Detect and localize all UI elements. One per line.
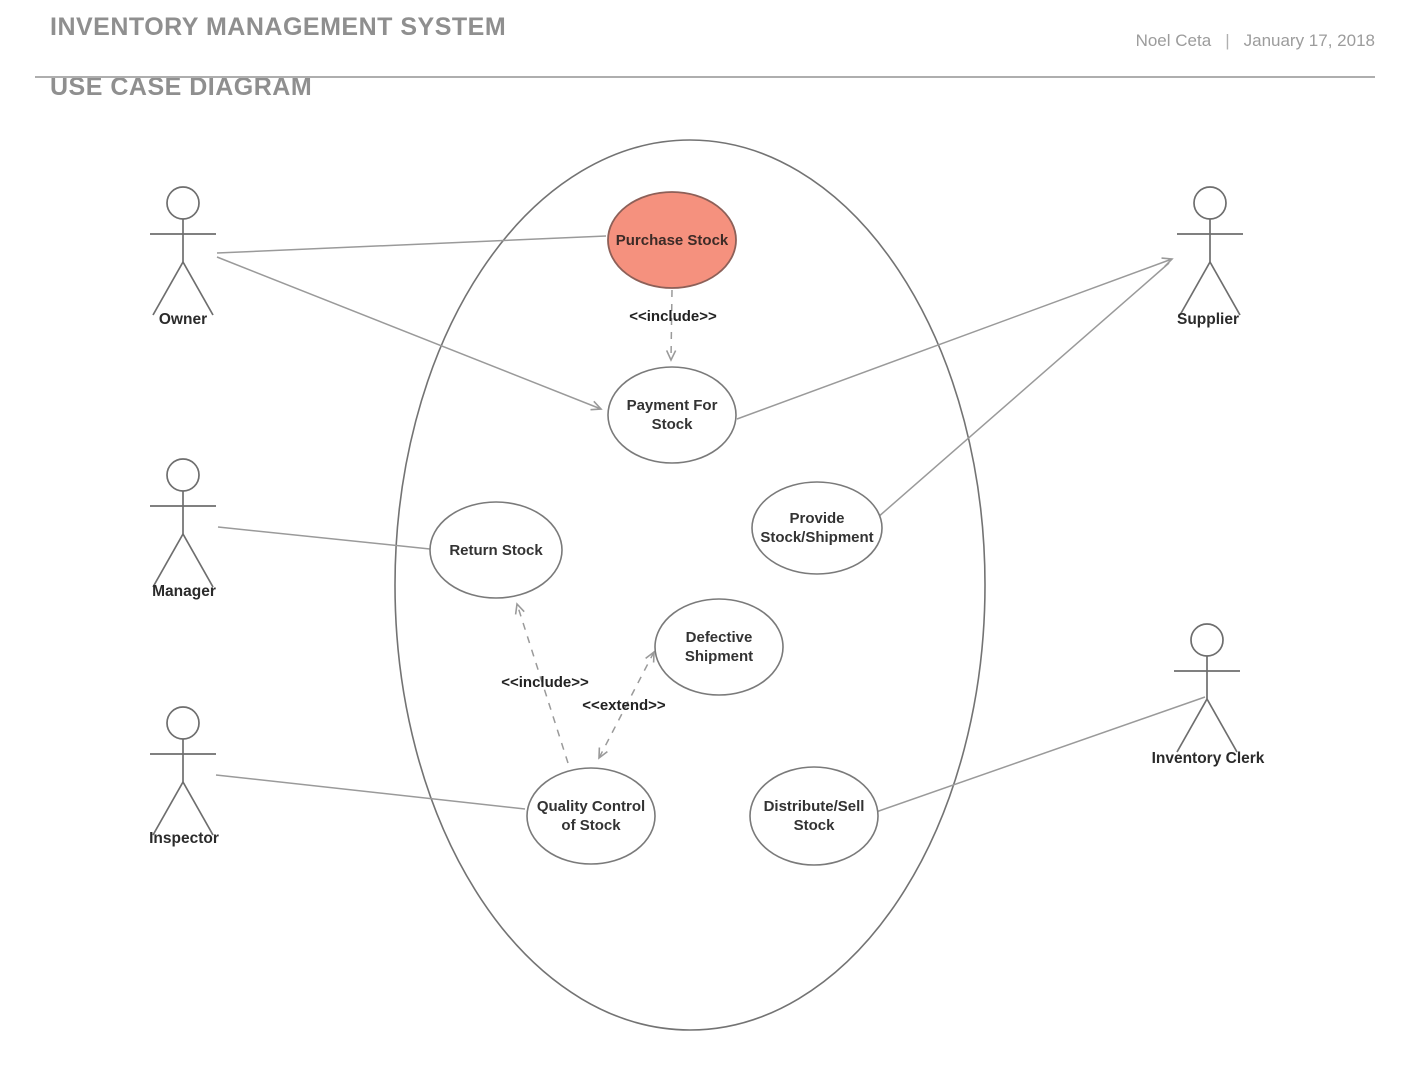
distribute-sell-stock-label-line1: Distribute/Sell — [764, 798, 865, 815]
author-name: Noel Ceta — [1135, 31, 1212, 50]
supplier-label: Supplier — [1177, 311, 1239, 328]
assoc-distribute-sell-inventory-clerk — [875, 696, 1206, 813]
assoc-owner-purchase-stock — [216, 235, 607, 254]
quality-control-ellipse — [526, 767, 656, 865]
extend-label: <<extend>> — [582, 697, 666, 714]
actor-owner: Owner — [149, 186, 217, 328]
owner-stick-figure-icon — [149, 186, 217, 316]
date: January 17, 2018 — [1243, 31, 1375, 50]
provide-stock-shipment-label-line2: Stock/Shipment — [760, 529, 873, 546]
assoc-provide-stock-supplier — [876, 262, 1170, 519]
defective-shipment-label-line1: Defective — [686, 629, 753, 646]
owner-label: Owner — [159, 311, 207, 328]
inventory-clerk-label: Inventory Clerk — [1152, 750, 1265, 767]
manager-stick-figure-icon — [149, 458, 217, 588]
system-boundary-ellipse — [394, 139, 986, 1031]
inspector-label: Inspector — [149, 830, 219, 847]
page-title-line1: INVENTORY MANAGEMENT SYSTEM — [50, 13, 507, 41]
actor-supplier: Supplier — [1176, 186, 1244, 328]
assoc-manager-return-stock — [217, 526, 431, 550]
byline: Noel Ceta | January 17, 2018 — [1136, 31, 1375, 51]
purchase-stock-label: Purchase Stock — [616, 232, 729, 249]
distribute-sell-stock-ellipse — [749, 766, 879, 866]
include-arrow-purchase-to-payment — [665, 289, 677, 362]
use-case-defective-shipment: Defective Shipment — [654, 598, 784, 696]
quality-control-label-line1: Quality Control — [537, 798, 645, 815]
inspector-stick-figure-icon — [149, 706, 217, 836]
distribute-sell-stock-label-line2: Stock — [794, 817, 836, 834]
defective-shipment-label-line2: Shipment — [685, 648, 753, 665]
quality-control-label-line2: of Stock — [561, 817, 621, 834]
return-stock-label: Return Stock — [449, 542, 543, 559]
manager-label: Manager — [152, 583, 216, 600]
payment-for-stock-label-line2: Stock — [652, 416, 694, 433]
include-label-1: <<include>> — [629, 308, 717, 325]
payment-for-stock-ellipse — [607, 366, 737, 464]
purchase-stock-ellipse — [607, 191, 737, 289]
provide-stock-shipment-label-line1: Provide — [789, 510, 844, 527]
include-label-2: <<include>> — [501, 674, 589, 691]
use-case-quality-control-of-stock: Quality Control of Stock — [526, 767, 656, 865]
use-case-provide-stock-shipment: Provide Stock/Shipment — [751, 481, 883, 575]
actor-manager: Manager — [149, 458, 217, 600]
payment-for-stock-label-line1: Payment For — [627, 397, 718, 414]
actor-inspector: Inspector — [149, 706, 219, 847]
assoc-inspector-quality-control — [215, 774, 526, 810]
extend-arrow-defective-to-quality — [598, 650, 655, 760]
actor-inventory-clerk: Inventory Clerk — [1152, 623, 1265, 767]
provide-stock-shipment-ellipse — [751, 481, 883, 575]
use-case-payment-for-stock: Payment For Stock — [607, 366, 737, 464]
use-case-return-stock: Return Stock — [429, 501, 563, 599]
byline-separator: | — [1225, 31, 1230, 50]
return-stock-ellipse — [429, 501, 563, 599]
supplier-stick-figure-icon — [1176, 186, 1244, 316]
inventory-clerk-stick-figure-icon — [1173, 623, 1241, 753]
use-case-purchase-stock: Purchase Stock — [607, 191, 737, 289]
defective-shipment-ellipse — [654, 598, 784, 696]
assoc-payment-for-stock-supplier — [736, 257, 1174, 420]
use-case-distribute-sell-stock: Distribute/Sell Stock — [749, 766, 879, 866]
header-divider — [35, 76, 1375, 78]
assoc-owner-payment-for-stock — [216, 256, 603, 411]
